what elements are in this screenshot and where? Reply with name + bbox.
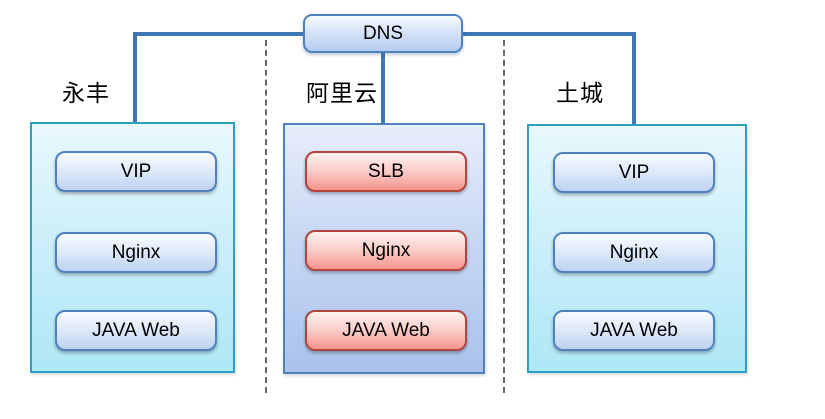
node-label: JAVA Web: [590, 319, 678, 341]
node-label: Nginx: [111, 241, 161, 263]
node-label: SLB: [368, 160, 404, 182]
node-aliyun-javaweb: JAVA Web: [305, 310, 467, 351]
group-yongfeng: VIP Nginx JAVA Web: [30, 122, 235, 373]
node-label: Nginx: [609, 241, 659, 263]
node-label: VIP: [618, 161, 650, 183]
dns-node-label: DNS: [362, 22, 404, 44]
node-label: Nginx: [361, 239, 411, 261]
dns-node: DNS: [303, 14, 463, 53]
node-label: JAVA Web: [342, 319, 430, 341]
connector-dns-to-tucheng: [463, 32, 641, 144]
column-label-yongfeng: 永丰: [62, 80, 110, 106]
node-tucheng-nginx: Nginx: [553, 232, 715, 273]
node-yongfeng-javaweb: JAVA Web: [55, 310, 217, 351]
node-tucheng-vip: VIP: [553, 152, 715, 193]
node-tucheng-javaweb: JAVA Web: [553, 310, 715, 351]
column-label-aliyun: 阿里云: [306, 80, 378, 106]
node-label: VIP: [120, 160, 152, 182]
group-tucheng: VIP Nginx JAVA Web: [527, 124, 747, 373]
group-aliyun: SLB Nginx JAVA Web: [283, 123, 485, 374]
column-label-tucheng: 土城: [556, 80, 604, 106]
separator-line-right: [503, 40, 505, 393]
node-yongfeng-vip: VIP: [55, 151, 217, 192]
separator-line-left: [265, 40, 267, 393]
node-yongfeng-nginx: Nginx: [55, 232, 217, 273]
node-aliyun-slb: SLB: [305, 151, 467, 192]
node-label: JAVA Web: [92, 319, 180, 341]
node-aliyun-nginx: Nginx: [305, 230, 467, 271]
